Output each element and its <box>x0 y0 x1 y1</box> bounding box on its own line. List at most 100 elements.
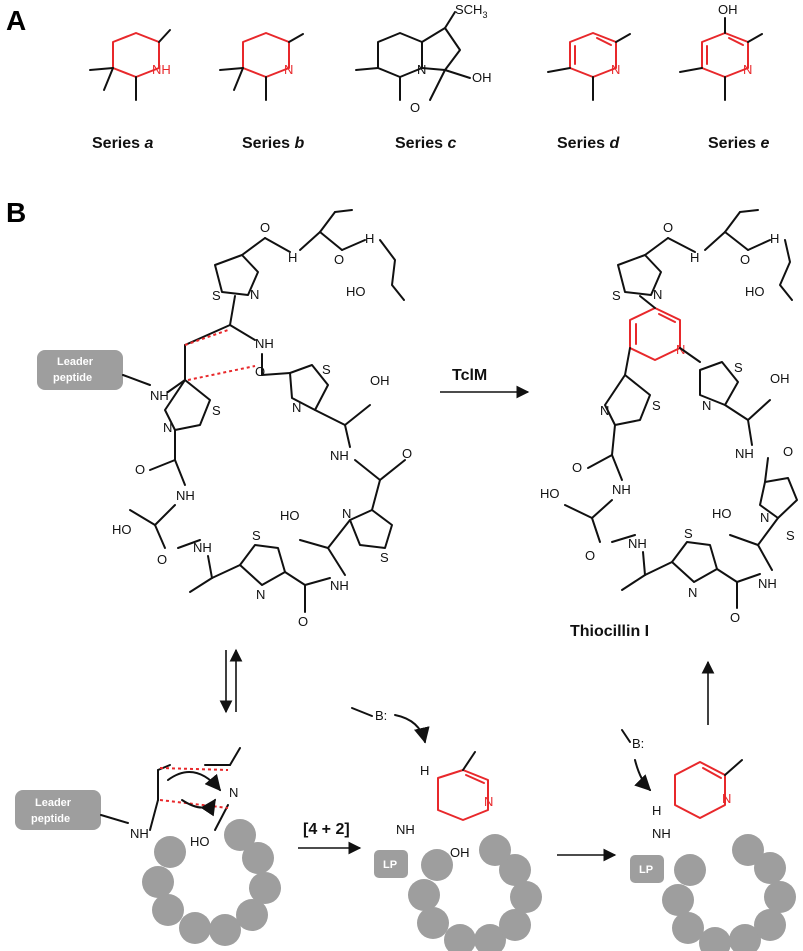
leader-peptide-label-1: Leader <box>57 356 94 368</box>
precursor-n4: N <box>342 506 351 521</box>
equilibrium-arrows <box>219 648 243 714</box>
intermediate-n: N <box>229 785 238 800</box>
precursor-nh3: NH <box>255 336 274 351</box>
precursor-o5: O <box>157 552 167 567</box>
product-o4: O <box>585 548 595 563</box>
precursor-o3: O <box>255 364 265 379</box>
right-hn: NH <box>652 826 671 841</box>
precursor-ho2: HO <box>112 522 132 537</box>
precursor-o7: O <box>402 446 412 461</box>
precursor-nh6: NH <box>193 540 212 555</box>
precursor-o2: O <box>334 252 344 267</box>
series-label-a: Series a <box>92 135 153 152</box>
precursor-s5: S <box>322 362 331 377</box>
series-labels: Series a Series b Series c Series d Seri… <box>92 135 769 152</box>
product-ho1: HO <box>745 284 765 299</box>
precursor-nh5: NH <box>176 488 195 503</box>
series-b-structure: N <box>219 32 304 101</box>
panel-label-a: A <box>6 5 26 36</box>
middle-n: N <box>484 794 493 809</box>
leader-peptide-label-2: peptide <box>53 372 92 384</box>
precursor-n1: N <box>250 287 259 302</box>
series-e-oh: OH <box>718 2 738 17</box>
product-h2: H <box>770 231 779 246</box>
tclm-label: TclM <box>452 367 487 384</box>
series-label-c: Series c <box>395 135 456 152</box>
series-c-o: O <box>410 100 420 115</box>
series-d-n: N <box>611 62 620 77</box>
product-o1: O <box>663 220 673 235</box>
series-a-nh: NH <box>152 62 171 77</box>
precursor-o6: O <box>298 614 308 629</box>
precursor-s4: S <box>380 550 389 565</box>
product-h1: H <box>690 250 699 265</box>
precursor-peptide: S N O H O H HO NH O Leader peptide NH <box>37 209 412 629</box>
series-e-n: N <box>743 62 752 77</box>
precursor-nh7: NH <box>330 578 349 593</box>
product-nh1: NH <box>612 482 631 497</box>
leader-peptide-label-4: peptide <box>31 813 70 825</box>
product-n1: N <box>653 287 662 302</box>
product-n2: N <box>600 403 609 418</box>
lp-label-1: LP <box>383 859 397 871</box>
precursor-n2: N <box>163 420 172 435</box>
series-c-n: N <box>417 62 426 77</box>
product-nh2: NH <box>628 536 647 551</box>
precursor-nh4: NH <box>150 388 169 403</box>
precursor-n5: N <box>292 400 301 415</box>
precursor-nh1: H <box>288 250 297 265</box>
base-1: B: <box>375 708 387 723</box>
precursor-s1: S <box>212 288 221 303</box>
product-nh4: NH <box>735 446 754 461</box>
series-c-sch3: SCH3 <box>455 2 487 20</box>
intermediate-left: Leader peptide NH N HO <box>15 747 281 946</box>
precursor-ho1: HO <box>346 284 366 299</box>
product-s3: S <box>684 526 693 541</box>
intermediate-oh: HO <box>190 834 210 849</box>
thiocillin-structure: S N O H O H HO N N S O NH HO O <box>540 209 798 625</box>
product-o3: O <box>572 460 582 475</box>
product-nh3: NH <box>758 576 777 591</box>
series-c-oh: OH <box>472 70 492 85</box>
product-s1: S <box>612 288 621 303</box>
product-s4: S <box>786 528 795 543</box>
right-n: N <box>722 791 731 806</box>
middle-oh: OH <box>450 845 470 860</box>
series-label-d: Series d <box>557 135 620 152</box>
intermediate-middle: B: H N NH OH LP <box>351 707 542 951</box>
middle-h: H <box>420 763 429 778</box>
product-n5: N <box>702 398 711 413</box>
lp-label-2: LP <box>639 864 653 876</box>
right-h: H <box>652 803 661 818</box>
product-o6: O <box>783 444 793 459</box>
series-e-structure: OH N <box>679 2 763 101</box>
product-o2: O <box>740 252 750 267</box>
base-2: B: <box>632 736 644 751</box>
precursor-nh2: H <box>365 231 374 246</box>
product-ho2: HO <box>540 486 560 501</box>
precursor-s3: S <box>252 528 261 543</box>
series-label-b: Series b <box>242 135 304 152</box>
product-oh1: OH <box>770 371 790 386</box>
product-s2: S <box>652 398 661 413</box>
series-b-n: N <box>284 62 293 77</box>
precursor-oh1: OH <box>370 373 390 388</box>
series-a-structure: NH <box>89 29 171 101</box>
middle-hn: NH <box>396 822 415 837</box>
precursor-o1: O <box>260 220 270 235</box>
precursor-s2: S <box>212 403 221 418</box>
product-ho3: HO <box>712 506 732 521</box>
product-name: Thiocillin I <box>570 623 649 640</box>
leader-peptide-label-3: Leader <box>35 797 72 809</box>
intermediate-nh: NH <box>130 826 149 841</box>
precursor-ho3: HO <box>280 508 300 523</box>
product-n3: N <box>688 585 697 600</box>
precursor-nh8: NH <box>330 448 349 463</box>
series-c-structure: N SCH3 OH O <box>355 2 492 115</box>
cycloaddition-label: [4 + 2] <box>303 821 350 838</box>
precursor-n3: N <box>256 587 265 602</box>
precursor-o4: O <box>135 462 145 477</box>
product-o5: O <box>730 610 740 625</box>
product-n4: N <box>760 510 769 525</box>
panel-label-b: B <box>6 197 26 228</box>
